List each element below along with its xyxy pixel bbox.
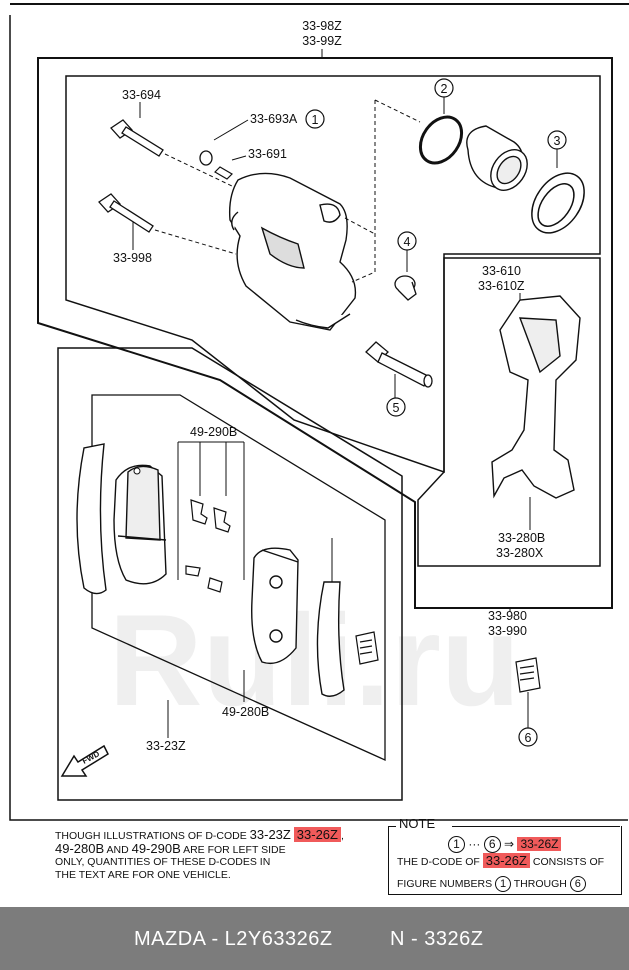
label-bleeder-cap: 33-693A bbox=[250, 112, 298, 126]
note-left-code1: 33-23Z bbox=[249, 827, 291, 842]
footer-diagram-number: N - 3326Z bbox=[390, 928, 484, 950]
bushing-icon bbox=[394, 275, 417, 301]
forward-arrow-icon: FWD bbox=[60, 744, 109, 777]
svg-text:2: 2 bbox=[441, 82, 448, 96]
label-pad-clip: 49-290B bbox=[190, 425, 237, 439]
note-left-line3: ONLY, QUANTITIES OF THESE D-CODES IN bbox=[55, 856, 271, 868]
label-bracket-part-a: 33-280B bbox=[498, 531, 545, 545]
guide-bolt-upper bbox=[110, 119, 164, 157]
note-title: NOTE bbox=[399, 816, 436, 831]
footer-part-number: MAZDA - L2Y63326Z bbox=[134, 928, 333, 950]
note-left-code2-highlight: 33-26Z bbox=[293, 827, 341, 842]
wear-sensor-loose-icon bbox=[515, 657, 541, 693]
caliper-housing bbox=[228, 172, 357, 331]
note-right-line1: 1 ··· 6 ⇒ 33-26Z bbox=[448, 836, 562, 853]
note-box bbox=[388, 826, 622, 895]
label-caliper-b: 33-990 bbox=[488, 624, 527, 638]
piston-icon bbox=[466, 125, 528, 191]
bleeder-cap-icon bbox=[199, 150, 213, 166]
label-bracket-a: 33-610 bbox=[482, 264, 521, 278]
note-left-line4: THE TEXT ARE FOR ONE VEHICLE. bbox=[55, 868, 231, 881]
brake-pad-outer-icon bbox=[113, 464, 167, 585]
note-right-line2: THE D-CODE OF 33-26Z CONSISTS OF bbox=[397, 853, 605, 868]
pad-clip-icon bbox=[185, 499, 231, 593]
label-assembly-b: 33-99Z bbox=[302, 34, 342, 48]
exploded-diagram: 33-98Z 33-99Z 33-694 33-998 33-693A 1 33… bbox=[9, 3, 629, 821]
guide-pin-icon bbox=[365, 341, 433, 388]
pad-shim-outer-icon bbox=[76, 443, 107, 595]
note-left-code3: 49-280B bbox=[55, 840, 105, 856]
brake-pad-inner-icon bbox=[251, 547, 299, 665]
pad-shim-inner-icon bbox=[316, 581, 345, 697]
note-right-line3: FIGURE NUMBERS 1 THROUGH 6 bbox=[397, 876, 586, 892]
wear-sensor-icon bbox=[355, 631, 379, 665]
note-right-code-highlight: 33-26Z bbox=[517, 837, 562, 851]
svg-text:6: 6 bbox=[525, 731, 532, 745]
note-left: THOUGH ILLUSTRATIONS OF D-CODE 33-23Z 33… bbox=[55, 827, 355, 881]
label-caliper-a: 33-980 bbox=[488, 609, 527, 623]
note-right-code2-highlight: 33-26Z bbox=[482, 853, 530, 868]
label-bolt-b: 33-998 bbox=[113, 251, 152, 265]
svg-text:3: 3 bbox=[554, 134, 561, 148]
note-left-line1: THOUGH ILLUSTRATIONS OF D-CODE bbox=[55, 830, 247, 842]
dust-boot-icon bbox=[531, 172, 585, 234]
label-bracket-b: 33-610Z bbox=[478, 279, 525, 293]
label-shim: 49-280B bbox=[222, 705, 269, 719]
callout-circle-5 bbox=[386, 397, 406, 417]
piston-seal-icon bbox=[418, 115, 464, 165]
callout-circle-1 bbox=[305, 109, 325, 129]
footer-bar: MAZDA - L2Y63326Z N - 3326Z bbox=[0, 907, 629, 970]
guide-bolt-lower bbox=[98, 193, 154, 233]
label-bracket-part-b: 33-280X bbox=[496, 546, 544, 560]
label-assembly-a: 33-98Z bbox=[302, 19, 342, 33]
svg-text:1: 1 bbox=[312, 113, 319, 127]
note-left-code4: 49-290B bbox=[131, 840, 181, 856]
svg-text:5: 5 bbox=[393, 401, 400, 415]
label-bleeder: 33-691 bbox=[248, 147, 287, 161]
label-pad-kit: 33-23Z bbox=[146, 739, 186, 753]
callout-circle-6 bbox=[518, 727, 538, 747]
svg-text:4: 4 bbox=[404, 235, 411, 249]
bleeder-screw-icon bbox=[214, 166, 233, 180]
label-bolt-a: 33-694 bbox=[122, 88, 161, 102]
caliper-bracket-icon bbox=[491, 295, 581, 499]
